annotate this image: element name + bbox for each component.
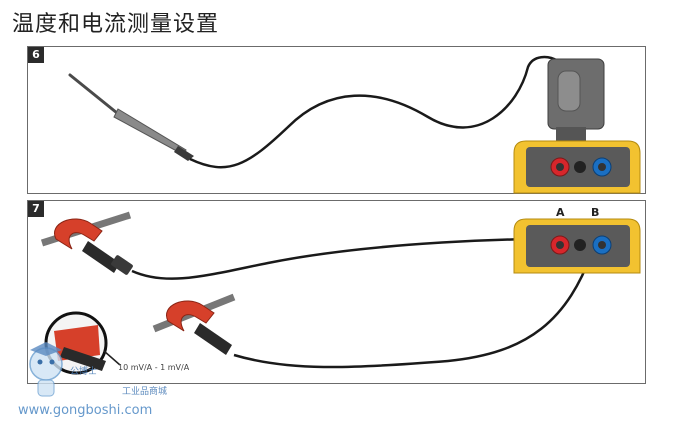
input-a-label: A bbox=[556, 206, 565, 219]
step-7-number: 7 bbox=[28, 201, 44, 217]
temperature-adapter bbox=[547, 58, 605, 141]
clamp-range-label: 10 mV/A - 1 mV/A bbox=[118, 363, 190, 372]
step-7-panel: 7 A B bbox=[27, 200, 646, 384]
current-setup-illustration bbox=[40, 211, 641, 375]
meter-top bbox=[513, 140, 641, 194]
watermark-mascot-icon bbox=[29, 342, 63, 397]
clamp-1-cable bbox=[131, 237, 554, 280]
page-title: 温度和电流测量设置 bbox=[12, 12, 220, 37]
step-6-number: 6 bbox=[28, 47, 44, 63]
probe-cable bbox=[189, 55, 559, 169]
temperature-probe bbox=[68, 73, 194, 161]
current-clamp-1 bbox=[54, 218, 133, 275]
meter-top bbox=[513, 218, 641, 274]
step-6-panel: 6 bbox=[27, 46, 646, 194]
input-b-label: B bbox=[591, 206, 600, 219]
temperature-setup-illustration bbox=[68, 55, 641, 194]
watermark-tagline: 工业品商城 bbox=[122, 387, 168, 397]
watermark-brand-cn: 公博士 bbox=[70, 367, 98, 377]
watermark-url: www.gongboshi.com bbox=[18, 403, 153, 418]
current-clamp-2 bbox=[166, 300, 232, 355]
clamp-2-cable bbox=[233, 246, 596, 369]
